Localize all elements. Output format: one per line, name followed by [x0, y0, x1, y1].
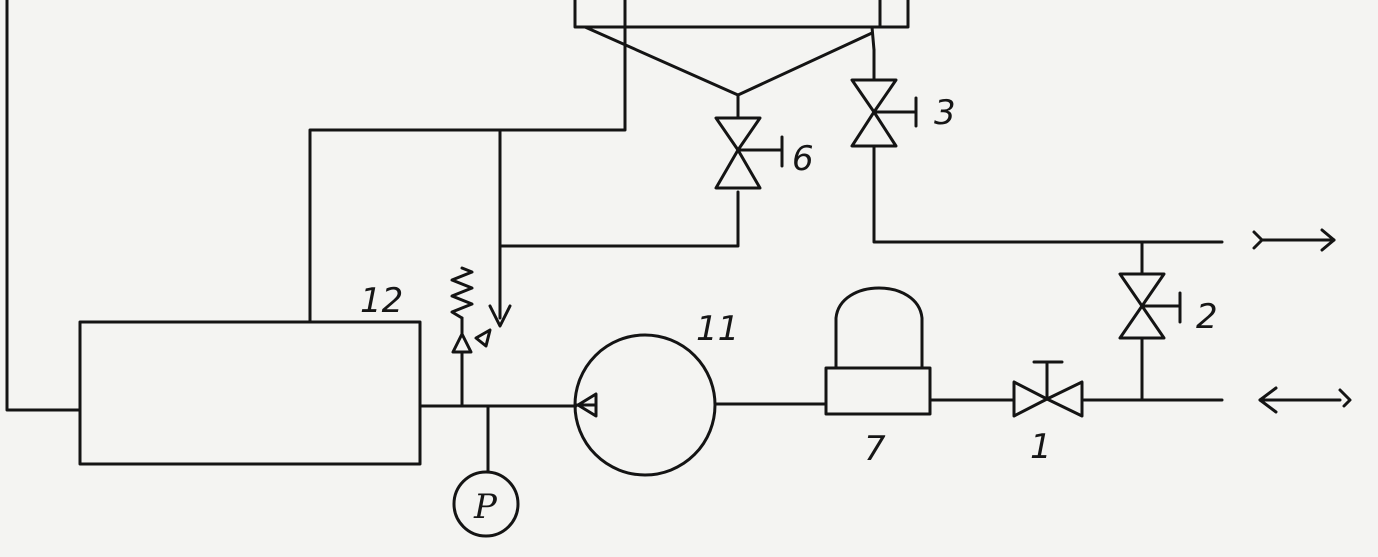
valve-2 [1118, 240, 1182, 402]
pump-11-label: 11 [696, 309, 739, 349]
valve-3 [850, 48, 1224, 244]
filter-7-label: 7 [864, 429, 886, 469]
pressure-gauge [452, 404, 520, 538]
tank-12-label: 12 [360, 281, 403, 321]
valve-3-label: 3 [934, 93, 956, 133]
relief-valve [450, 266, 492, 408]
outlet-arrow [1252, 228, 1336, 252]
valve-6 [714, 93, 784, 190]
tank-12 [78, 320, 422, 466]
left-return-line [5, 0, 82, 412]
valve-6-label: 6 [792, 139, 814, 179]
filter-7 [824, 286, 932, 416]
valve-2-label: 2 [1196, 297, 1218, 337]
pressure-gauge-label: P [473, 487, 498, 527]
valve-1-label: 1 [1030, 427, 1052, 467]
inlet-arrow [1258, 386, 1352, 414]
tank-vent-line [308, 25, 740, 328]
